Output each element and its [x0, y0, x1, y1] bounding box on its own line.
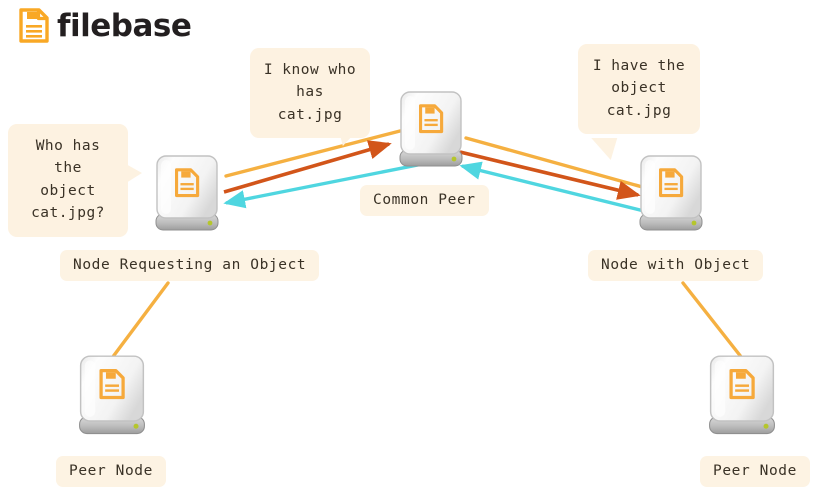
- link-requester-to-common-amber: [224, 129, 402, 178]
- link-common-to-holder-orange: [459, 150, 641, 200]
- logo-wordmark: filebase: [57, 7, 192, 44]
- node-common-peer-icon[interactable]: [392, 88, 470, 176]
- speech-bubble-i-have-the-object: I have the object cat.jpg: [578, 44, 700, 135]
- node-peer-right-icon[interactable]: [700, 352, 784, 444]
- node-holder-icon[interactable]: [632, 152, 710, 240]
- node-requester-label: Node Requesting an Object: [60, 250, 320, 282]
- node-peer-left-label: Peer Node: [56, 456, 166, 488]
- document-icon: [18, 8, 50, 44]
- link-common-to-holder-amber: [464, 136, 648, 190]
- node-peer-right-label: Peer Node: [700, 456, 810, 488]
- link-holder-to-common-cyan: [459, 161, 649, 214]
- node-peer-left-icon[interactable]: [70, 352, 154, 444]
- node-holder-label: Node with Object: [588, 250, 764, 282]
- speech-bubble-who-has-object: Who has the object cat.jpg?: [8, 124, 128, 237]
- bubble-text: I know who has cat.jpg: [263, 62, 357, 123]
- bubble-tail-requester: [126, 164, 142, 183]
- link-requester-to-common-orange: [223, 140, 392, 194]
- node-common-peer-label: Common Peer: [360, 185, 489, 217]
- node-requester-icon[interactable]: [148, 152, 226, 240]
- speech-bubble-i-know-who-has: I know who has cat.jpg: [250, 48, 370, 139]
- filebase-logo: filebase: [18, 7, 192, 44]
- link-requester-to-peer-left: [110, 281, 170, 360]
- bubble-text: Who has the object cat.jpg?: [31, 138, 105, 222]
- bubble-tail-holder: [591, 138, 623, 160]
- link-holder-to-peer-right: [681, 281, 744, 360]
- bubble-text: I have the object cat.jpg: [592, 58, 686, 119]
